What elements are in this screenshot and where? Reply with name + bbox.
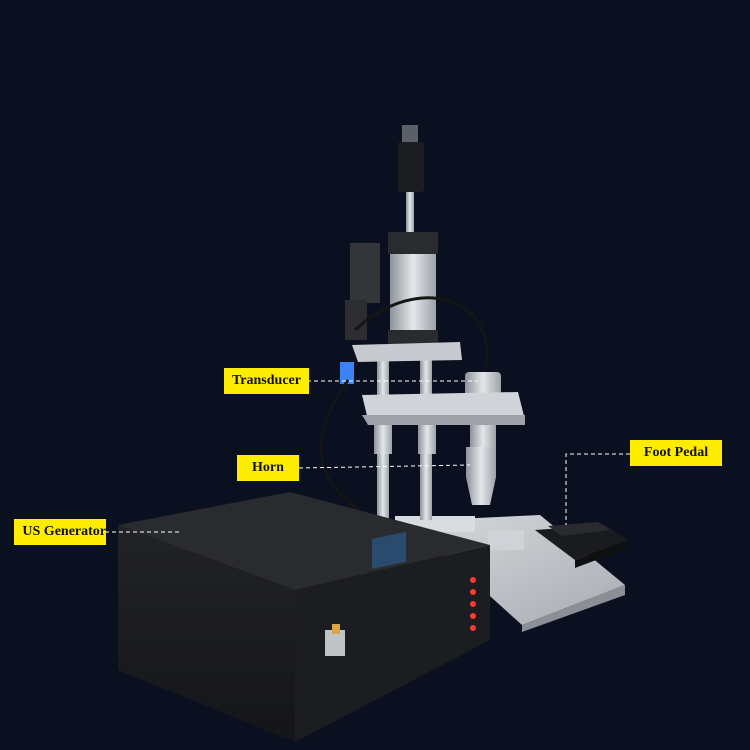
us-generator-box bbox=[118, 492, 490, 742]
foot-pedal bbox=[535, 522, 628, 568]
callout-foot-pedal: Foot Pedal bbox=[630, 440, 722, 466]
pneumatic-cylinder bbox=[340, 125, 438, 384]
cable-lower bbox=[319, 379, 361, 512]
leader-lines bbox=[105, 380, 630, 533]
power-switch bbox=[325, 624, 345, 656]
callout-horn: Horn bbox=[237, 455, 299, 481]
transducer-assembly bbox=[362, 372, 525, 505]
upper-bracket bbox=[352, 342, 462, 362]
leader-line-foot-pedal bbox=[565, 453, 630, 525]
indicator-leds bbox=[470, 577, 476, 631]
guide-columns bbox=[374, 360, 436, 520]
cable bbox=[353, 296, 489, 371]
callout-transducer: Transducer bbox=[224, 368, 309, 394]
callout-us-generator: US Generator bbox=[14, 519, 106, 545]
leader-line-horn bbox=[298, 464, 471, 469]
